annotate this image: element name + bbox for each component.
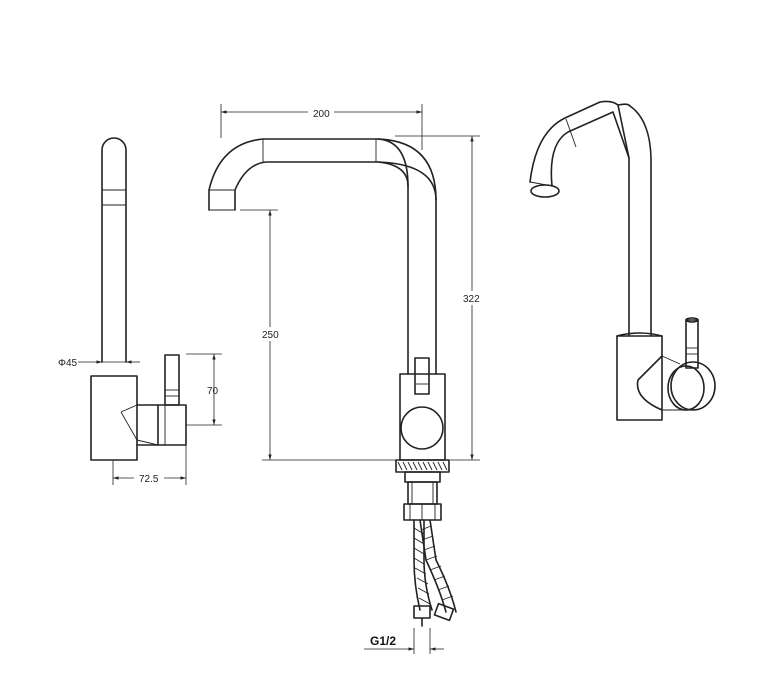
- dimension-thread: G1/2: [364, 628, 444, 654]
- front-view: [208, 138, 457, 627]
- dimension-diameter: Φ45: [58, 358, 140, 369]
- thread-label: G1/2: [370, 634, 396, 648]
- dimension-depth: 72.5: [112, 445, 187, 485]
- dimension-reach: 200: [220, 104, 423, 150]
- total-height-label: 322: [463, 294, 480, 305]
- dimension-spout-height: 250: [240, 209, 396, 461]
- depth-label: 72.5: [139, 474, 159, 485]
- hose-braid: [413, 525, 454, 605]
- side-view: [90, 137, 187, 461]
- thread-hatch: [397, 461, 448, 471]
- spout-height-label: 250: [262, 330, 279, 341]
- diameter-label: Φ45: [58, 358, 78, 369]
- reach-label: 200: [313, 109, 330, 120]
- body-height-label: 70: [207, 386, 219, 397]
- dimension-body-height: 70: [186, 353, 222, 426]
- perspective-view: [529, 100, 716, 421]
- dimension-total-height: 322: [395, 135, 486, 461]
